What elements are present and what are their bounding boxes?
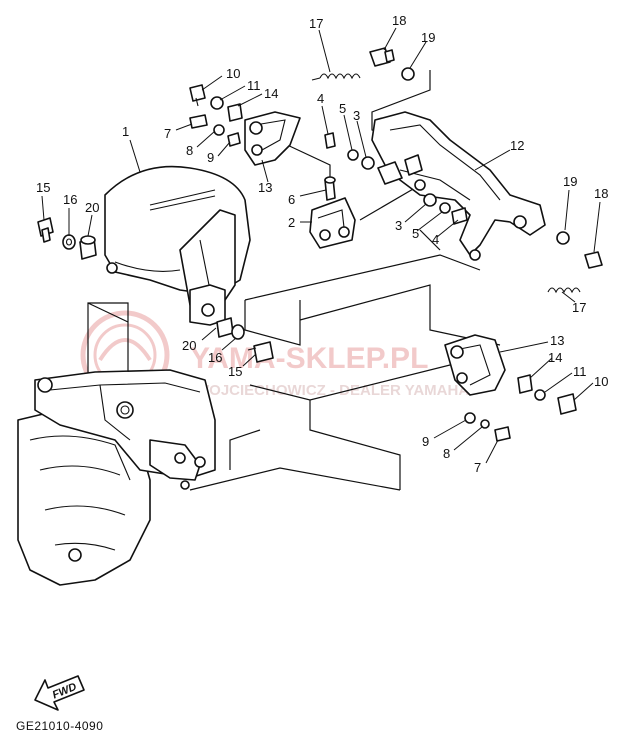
callout-3-right: 3	[395, 218, 402, 233]
callout-18-right: 18	[594, 186, 608, 201]
callout-5-right: 5	[412, 226, 419, 241]
callout-19-right: 19	[563, 174, 577, 189]
callout-4-right: 4	[432, 232, 439, 247]
callout-9-right: 9	[422, 434, 429, 449]
callout-6: 6	[288, 192, 295, 207]
fwd-arrow: FWD	[34, 675, 85, 711]
drawing-code: GE21010-4090	[16, 719, 103, 733]
callout-9-top: 9	[207, 150, 214, 165]
callout-8-right: 8	[443, 446, 450, 461]
callout-13-top: 13	[258, 180, 272, 195]
callout-14-top: 14	[264, 86, 278, 101]
callout-15-mid: 15	[228, 364, 242, 379]
callout-7-top: 7	[164, 126, 171, 141]
callout-17-right: 17	[572, 300, 586, 315]
callout-5-top: 5	[339, 101, 346, 116]
springs-pins	[311, 47, 603, 294]
callout-11-right: 11	[573, 364, 587, 379]
leader-lines	[41, 27, 601, 464]
callout-14-right: 14	[548, 350, 562, 365]
bracket-fasteners	[324, 132, 468, 225]
callout-4-top: 4	[317, 91, 324, 106]
callout-2: 2	[288, 215, 295, 230]
callout-17-top: 17	[309, 16, 323, 31]
callout-8-top: 8	[186, 143, 193, 158]
callout-16-mid: 16	[208, 350, 222, 365]
callout-20-left: 20	[85, 200, 99, 215]
callout-19-top: 19	[421, 30, 435, 45]
callout-3-top: 3	[353, 108, 360, 123]
callout-12: 12	[510, 138, 524, 153]
callout-13-right: 13	[550, 333, 564, 348]
callout-16-left: 16	[63, 192, 77, 207]
callout-1: 1	[122, 124, 129, 139]
mid-fasteners	[216, 317, 274, 363]
callout-20-mid: 20	[182, 338, 196, 353]
callout-10-top: 10	[226, 66, 240, 81]
callout-11-top: 11	[247, 78, 261, 93]
watermark-brand: YAMA-SKLEP.PL	[190, 342, 428, 375]
watermark: YAMA-SKLEP.PL WOJCIECHOWICZ - DEALER YAM…	[80, 310, 469, 400]
lower-unit	[17, 369, 216, 586]
left-fasteners	[37, 217, 97, 260]
tilt-bracket	[371, 111, 546, 261]
center-bracket	[309, 176, 356, 249]
callout-10-right: 10	[594, 374, 608, 389]
callout-labels: 1 15 16 20 20 16 15 10 11 14 7 8 9 13 6 …	[36, 13, 608, 475]
callout-18-top: 18	[392, 13, 406, 28]
lower-right-bracket	[444, 334, 577, 442]
callout-7-right: 7	[474, 460, 481, 475]
cover-housing	[104, 165, 251, 326]
watermark-dealer: WOJCIECHOWICZ - DEALER YAMAHA	[195, 382, 469, 399]
callout-15-left: 15	[36, 180, 50, 195]
